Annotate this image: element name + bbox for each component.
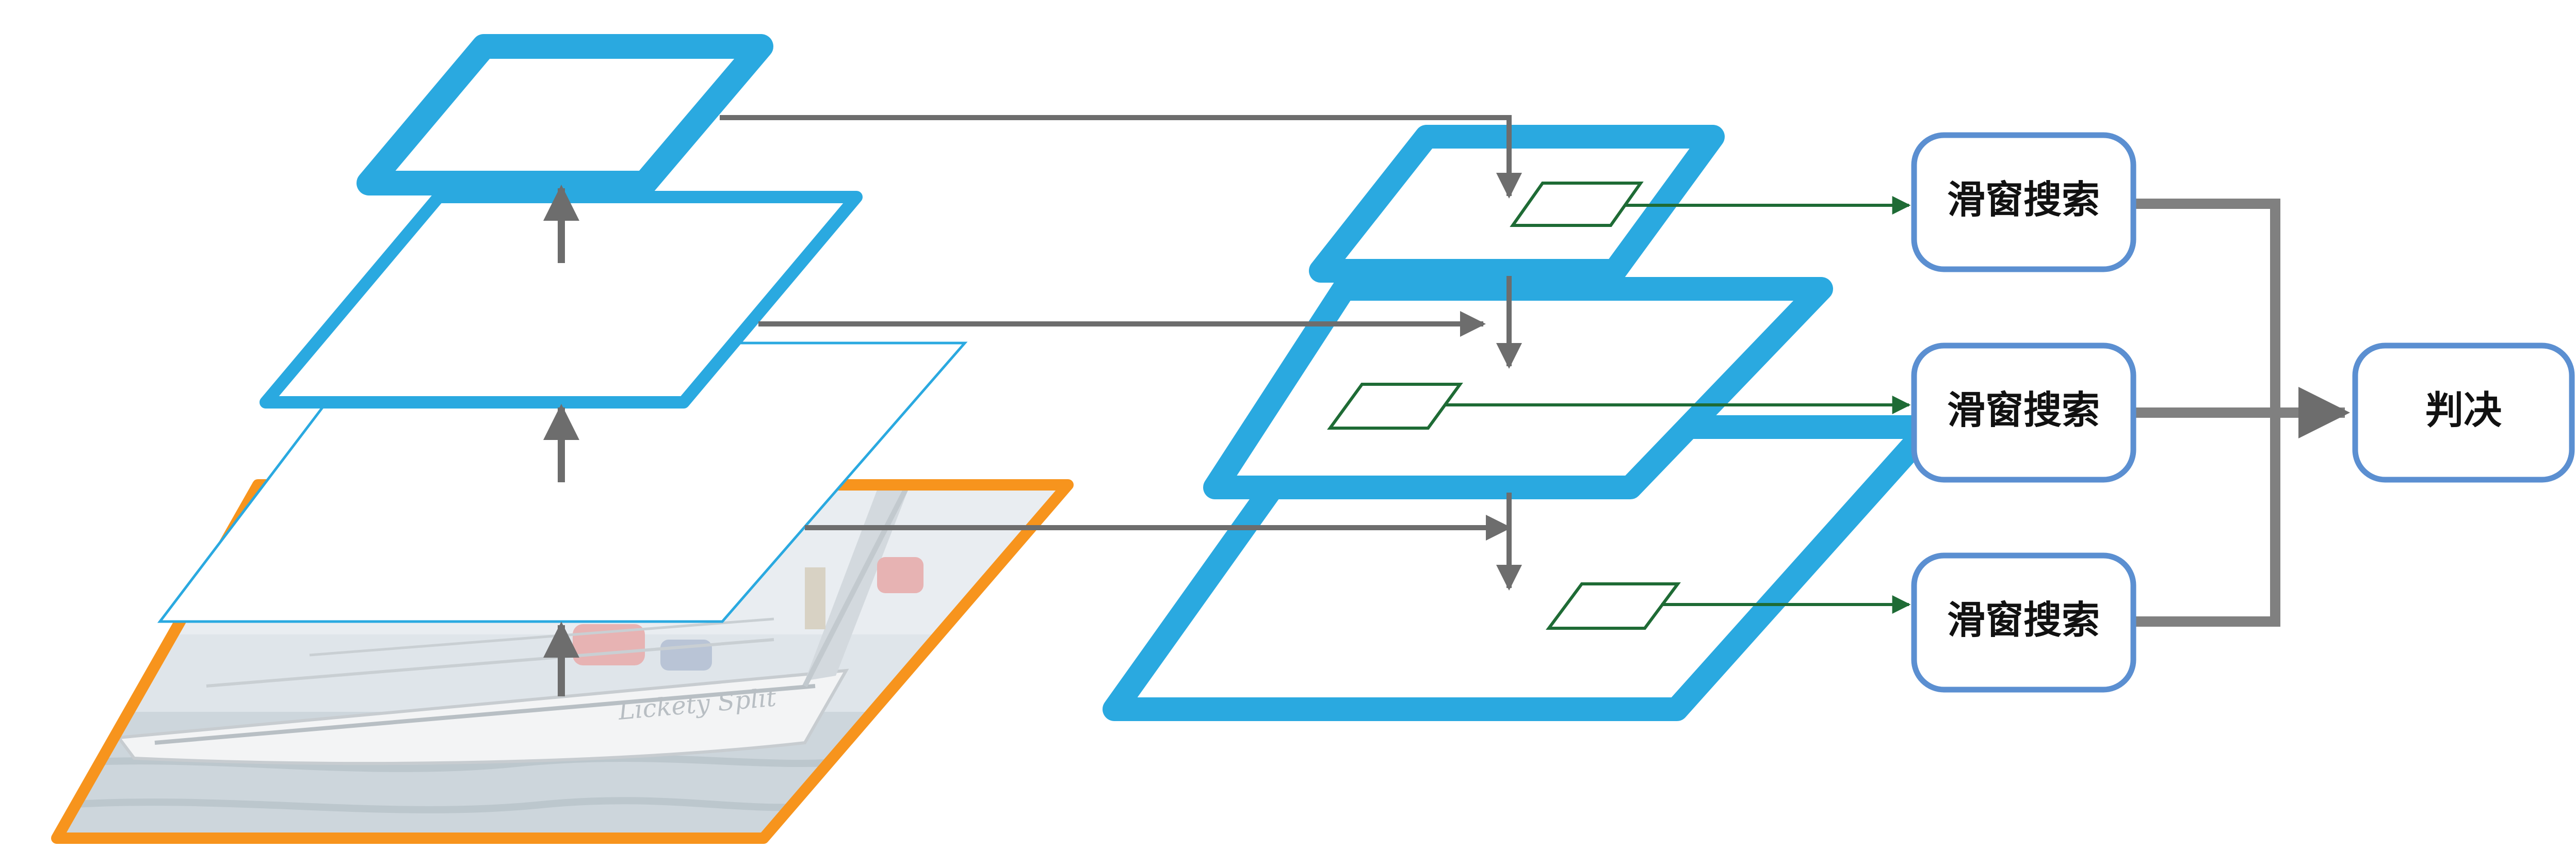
output-level-middle: [1203, 277, 1833, 499]
sliding-window-middle: [1327, 383, 1463, 430]
decision-box: 判决: [2352, 342, 2575, 483]
output-level-top: [1309, 125, 1725, 283]
pyramid-level-2: [260, 191, 863, 409]
search-box-top-label: 滑窗搜索: [1947, 178, 2100, 222]
sliding-window-bottom: [1546, 582, 1681, 630]
search-box-top: 滑窗搜索: [1911, 132, 2136, 272]
search-box-middle: 滑窗搜索: [1911, 342, 2136, 483]
connector-top: [2131, 199, 2280, 622]
search-box-bottom: 滑窗搜索: [1911, 552, 2136, 693]
search-box-bottom-label: 滑窗搜索: [1947, 598, 2100, 643]
pyramid-level-3: [357, 34, 773, 195]
decision-box-label: 判决: [2425, 388, 2502, 433]
lateral-arrow-top: [720, 115, 1522, 199]
search-box-middle-label: 滑窗搜索: [1947, 388, 2100, 433]
sliding-window-top: [1510, 182, 1644, 227]
